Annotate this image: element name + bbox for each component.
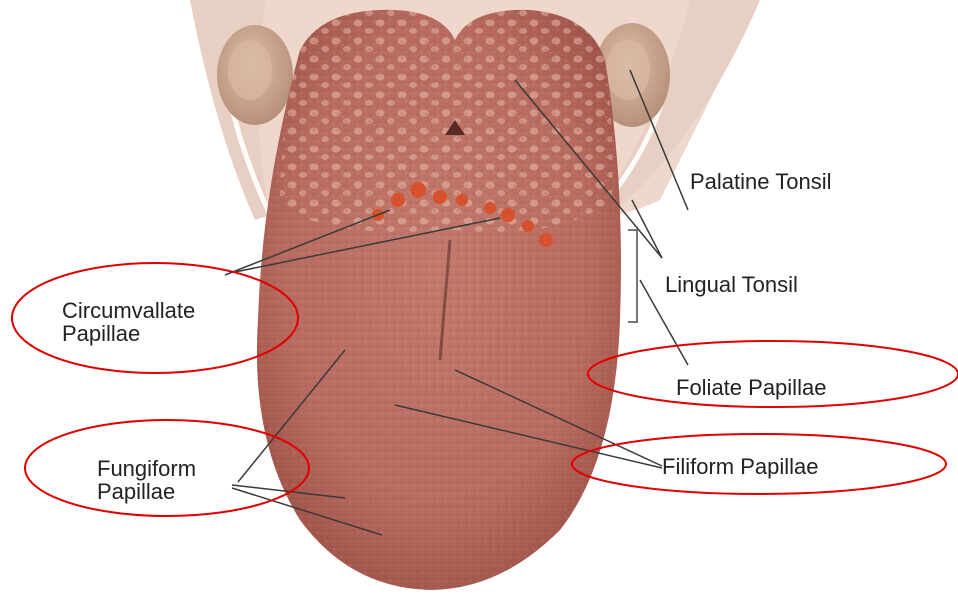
foliate-papillae-label: Foliate Papillae (676, 376, 826, 399)
lingual-tonsil-bracket (628, 230, 637, 322)
palatine-tonsil-label: Palatine Tonsil (690, 170, 831, 193)
lingual-tonsil-label: Lingual Tonsil (665, 273, 798, 296)
circumvallate-label-line1: Circumvallate (62, 299, 195, 322)
fungiform-label-line1: Fungiform (97, 457, 196, 480)
fungiform-label-line2: Papillae (97, 480, 175, 503)
filiform-papillae-label: Filiform Papillae (662, 455, 819, 478)
circumvallate-label-line2: Papillae (62, 322, 140, 345)
